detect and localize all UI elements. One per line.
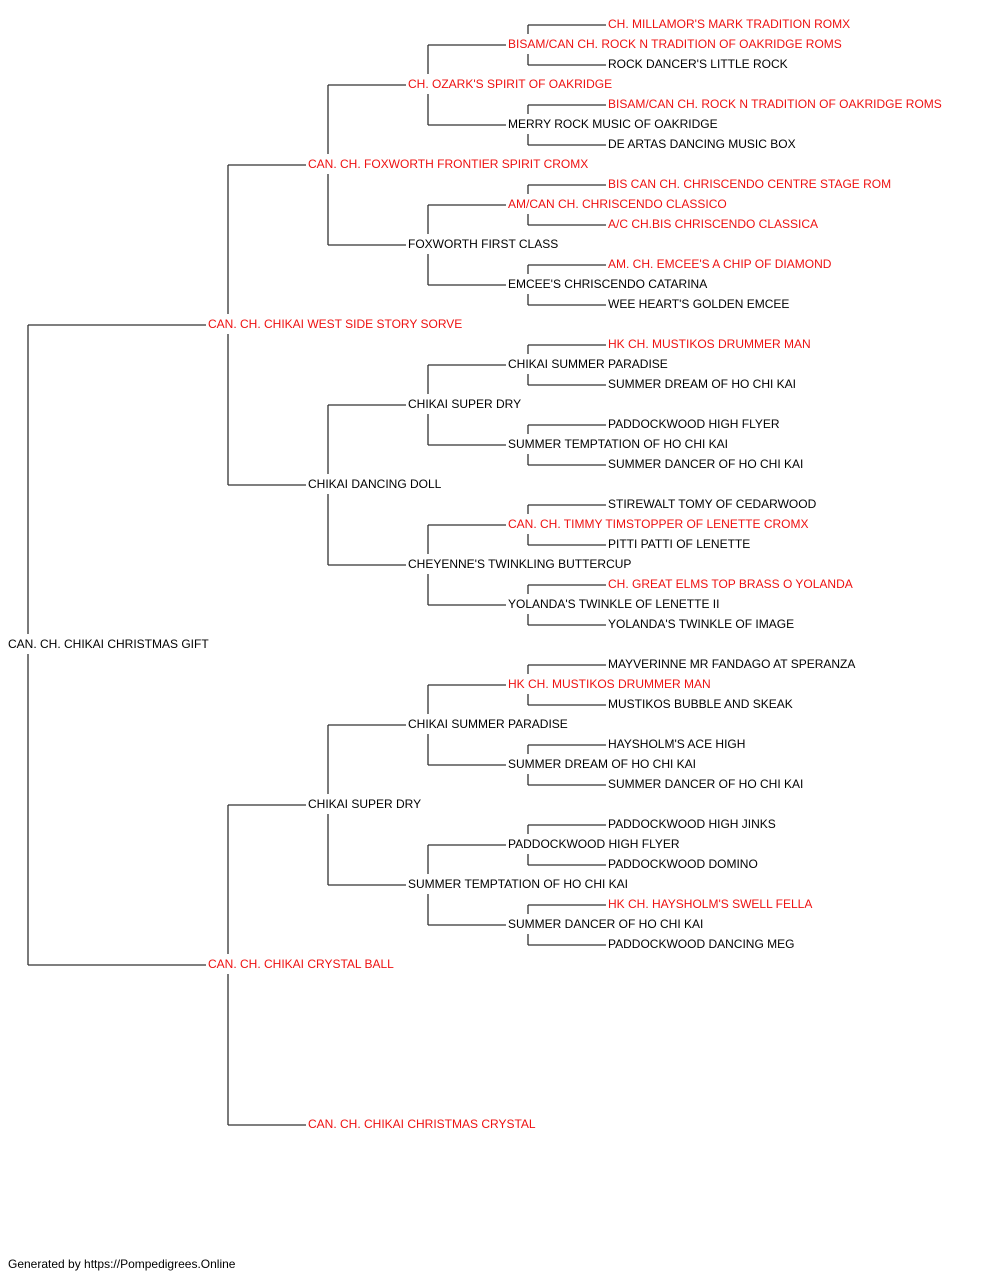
dog-name-gen5: HAYSHOLM'S ACE HIGH (608, 737, 745, 751)
dog-name-gen4: HK CH. MUSTIKOS DRUMMER MAN (508, 677, 711, 691)
dog-name-gen3: SUMMER TEMPTATION OF HO CHI KAI (408, 877, 628, 891)
dog-name-gen1: CAN. CH. CHIKAI CRYSTAL BALL (208, 957, 394, 971)
dog-name-gen4: EMCEE'S CHRISCENDO CATARINA (508, 277, 707, 291)
dog-name-gen4: CAN. CH. TIMMY TIMSTOPPER OF LENETTE CRO… (508, 517, 808, 531)
dog-name-gen3: CHIKAI SUMMER PARADISE (408, 717, 568, 731)
dog-name-gen1: CAN. CH. CHIKAI WEST SIDE STORY SORVE (208, 317, 462, 331)
dog-name-gen3: FOXWORTH FIRST CLASS (408, 237, 558, 251)
dog-name-gen5: CH. MILLAMOR'S MARK TRADITION ROMX (608, 17, 850, 31)
dog-name-gen4: PADDOCKWOOD HIGH FLYER (508, 837, 680, 851)
dog-name-gen5: SUMMER DANCER OF HO CHI KAI (608, 777, 803, 791)
dog-name-gen4: SUMMER TEMPTATION OF HO CHI KAI (508, 437, 728, 451)
dog-name-gen2: CAN. CH. CHIKAI CHRISTMAS CRYSTAL (308, 1117, 536, 1131)
dog-name-gen4: BISAM/CAN CH. ROCK N TRADITION OF OAKRID… (508, 37, 842, 51)
dog-name-gen5: CH. GREAT ELMS TOP BRASS O YOLANDA (608, 577, 853, 591)
dog-name-gen5: BIS CAN CH. CHRISCENDO CENTRE STAGE ROM (608, 177, 891, 191)
dog-name-gen5: SUMMER DREAM OF HO CHI KAI (608, 377, 796, 391)
dog-name-gen4: CHIKAI SUMMER PARADISE (508, 357, 668, 371)
dog-name-gen5: AM. CH. EMCEE'S A CHIP OF DIAMOND (608, 257, 832, 271)
dog-name-gen5: PADDOCKWOOD DOMINO (608, 857, 758, 871)
dog-name-gen5: HK CH. MUSTIKOS DRUMMER MAN (608, 337, 811, 351)
dog-name-gen2: CHIKAI DANCING DOLL (308, 477, 442, 491)
dog-name-gen5: A/C CH.BIS CHRISCENDO CLASSICA (608, 217, 818, 231)
dog-name-gen2: CAN. CH. FOXWORTH FRONTIER SPIRIT CROMX (308, 157, 588, 171)
dog-name-gen5: YOLANDA'S TWINKLE OF IMAGE (608, 617, 794, 631)
dog-name-gen3: CHEYENNE'S TWINKLING BUTTERCUP (408, 557, 631, 571)
dog-name-gen5: WEE HEART'S GOLDEN EMCEE (608, 297, 789, 311)
dog-name-gen5: SUMMER DANCER OF HO CHI KAI (608, 457, 803, 471)
dog-name-gen5: BISAM/CAN CH. ROCK N TRADITION OF OAKRID… (608, 97, 942, 111)
dog-name-gen4: MERRY ROCK MUSIC OF OAKRIDGE (508, 117, 718, 131)
dog-name-gen5: MUSTIKOS BUBBLE AND SKEAK (608, 697, 793, 711)
dog-name-gen5: ROCK DANCER'S LITTLE ROCK (608, 57, 788, 71)
dog-name-gen4: SUMMER DREAM OF HO CHI KAI (508, 757, 696, 771)
dog-name-gen5: PADDOCKWOOD HIGH FLYER (608, 417, 780, 431)
dog-name-gen4: YOLANDA'S TWINKLE OF LENETTE II (508, 597, 719, 611)
dog-name-gen4: AM/CAN CH. CHRISCENDO CLASSICO (508, 197, 727, 211)
dog-name-gen4: SUMMER DANCER OF HO CHI KAI (508, 917, 703, 931)
dog-name-gen2: CHIKAI SUPER DRY (308, 797, 421, 811)
dog-name-gen5: PITTI PATTI OF LENETTE (608, 537, 750, 551)
dog-name-gen5: STIREWALT TOMY OF CEDARWOOD (608, 497, 817, 511)
generated-by-footer: Generated by https://Pompedigrees.Online (8, 1257, 236, 1271)
dog-name-gen5: MAYVERINNE MR FANDAGO AT SPERANZA (608, 657, 855, 671)
dog-name-gen0: CAN. CH. CHIKAI CHRISTMAS GIFT (8, 637, 209, 651)
dog-name-gen5: PADDOCKWOOD DANCING MEG (608, 937, 794, 951)
dog-name-gen5: HK CH. HAYSHOLM'S SWELL FELLA (608, 897, 812, 911)
dog-name-gen3: CH. OZARK'S SPIRIT OF OAKRIDGE (408, 77, 612, 91)
dog-name-gen3: CHIKAI SUPER DRY (408, 397, 521, 411)
dog-name-gen5: PADDOCKWOOD HIGH JINKS (608, 817, 776, 831)
dog-name-gen5: DE ARTAS DANCING MUSIC BOX (608, 137, 796, 151)
